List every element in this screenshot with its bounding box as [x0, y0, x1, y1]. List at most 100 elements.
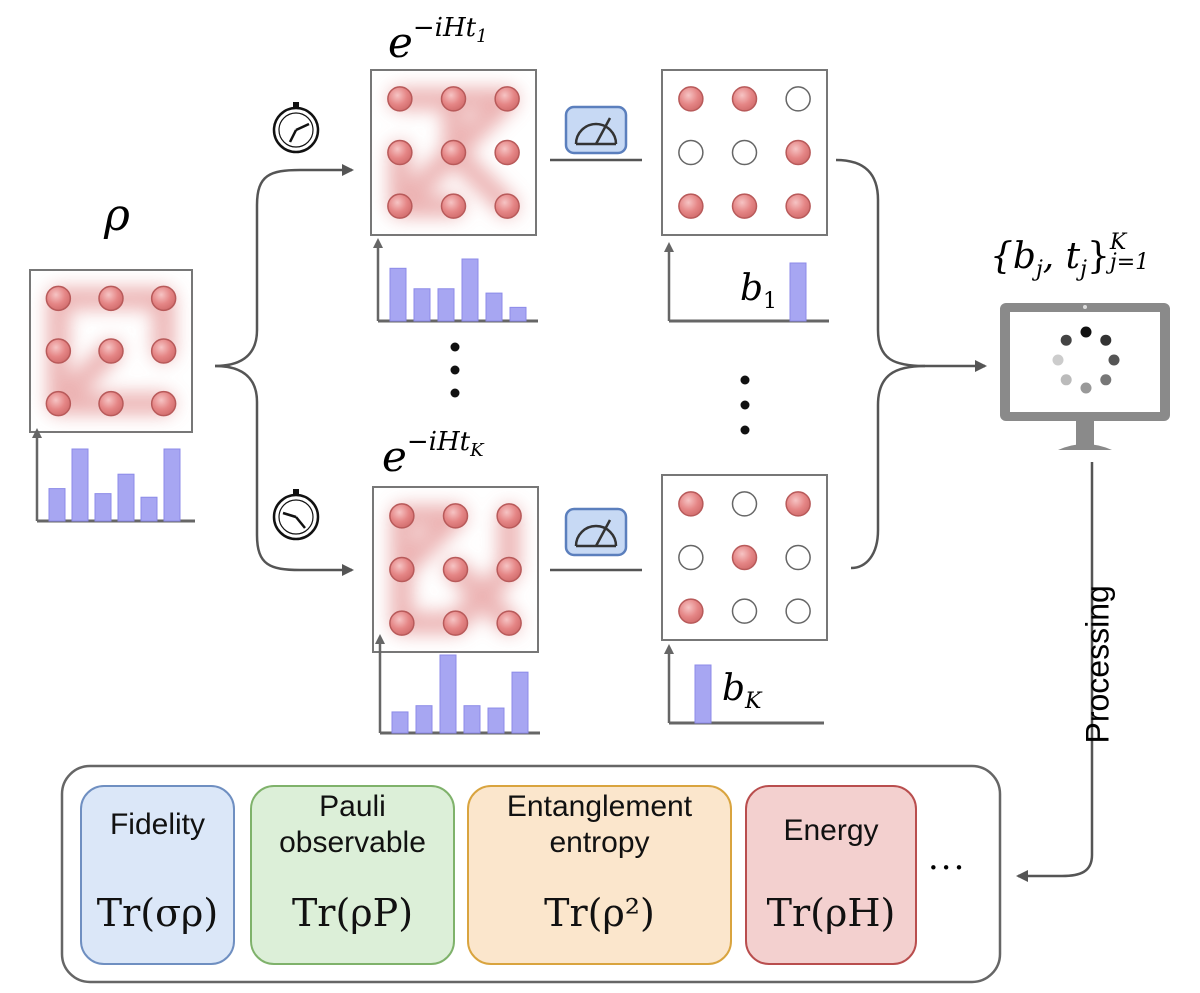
histogram-bar — [487, 707, 505, 734]
atom-occupied — [98, 390, 124, 417]
atom-empty — [785, 598, 811, 624]
flow-arrows — [214, 158, 1094, 882]
measured-state-lattice-top — [661, 69, 828, 236]
clock-icon — [272, 102, 320, 154]
entanglement-entropy-card: Entanglement entropy Tr(ρ²) — [467, 785, 732, 965]
rho-label: ρ — [104, 190, 130, 241]
evolution-label-top: e−iHt1 — [388, 13, 488, 67]
histogram-bar — [461, 258, 479, 322]
atom-occupied — [731, 544, 758, 571]
atom-occupied — [442, 503, 469, 529]
atom-occupied — [496, 556, 522, 583]
histogram-bar — [94, 493, 112, 522]
card-title: Entanglement entropy — [506, 790, 693, 859]
top-measured-histogram — [664, 242, 829, 323]
atom-occupied — [440, 139, 467, 166]
card-formula: Tr(ρP) — [291, 891, 414, 935]
atom-occupied — [496, 503, 522, 529]
outcome-label-b1: b1 — [740, 268, 778, 315]
atom-occupied — [389, 610, 415, 636]
atom-occupied — [45, 285, 72, 312]
atom-empty — [731, 598, 758, 624]
histogram-bar — [437, 288, 455, 322]
merge-arrow-top — [835, 158, 987, 372]
atom-empty — [785, 544, 811, 571]
atom-occupied — [731, 193, 758, 219]
atom-empty — [731, 139, 758, 166]
atom-occupied — [150, 390, 177, 417]
histogram-bar — [391, 711, 409, 734]
atom-empty — [785, 86, 811, 112]
card-formula: Tr(σρ) — [96, 891, 219, 935]
pauli-observable-card: Pauli observable Tr(ρP) — [250, 785, 455, 965]
outcome-label-bK: bK — [722, 668, 762, 715]
energy-card: Energy Tr(ρH) — [745, 785, 917, 965]
measured-state-lattice-bottom — [661, 474, 828, 641]
histogram-bar — [163, 448, 181, 522]
atom-occupied — [387, 193, 413, 219]
processing-arrow — [1016, 462, 1094, 882]
atom-occupied — [678, 86, 704, 112]
histogram-bar — [117, 473, 135, 522]
bottom-evolved-histogram — [375, 634, 540, 735]
card-title: Energy — [783, 814, 879, 847]
card-title: Pauli observable — [279, 790, 426, 859]
atom-occupied — [387, 139, 413, 166]
atom-occupied — [494, 86, 520, 112]
atom-occupied — [45, 338, 72, 364]
evolved-state-lattice-bottom — [372, 486, 539, 653]
histogram-bar — [140, 496, 158, 522]
atom-occupied — [496, 610, 522, 636]
histogram-bar — [48, 488, 66, 522]
evolution-label-bottom: e−iHtK — [382, 427, 484, 481]
atom-occupied — [389, 503, 415, 529]
atom-occupied — [150, 285, 177, 312]
atom-occupied — [785, 139, 811, 166]
histogram-bar — [509, 306, 527, 322]
measurement-meter-icon — [564, 507, 628, 557]
atom-empty — [731, 491, 758, 517]
histogram-bar — [694, 664, 712, 724]
atom-occupied — [785, 491, 811, 517]
atom-occupied — [389, 556, 415, 583]
atom-occupied — [442, 556, 469, 583]
more-estimators-ellipsis: ··· — [928, 848, 967, 888]
histogram-bar — [463, 705, 481, 734]
atom-occupied — [440, 193, 467, 219]
initial-distribution-histogram — [32, 428, 195, 523]
measurement-meter-icon — [564, 105, 628, 155]
histogram-bar — [71, 448, 89, 522]
evolved-state-lattice-top — [370, 69, 537, 236]
atom-occupied — [678, 491, 704, 517]
atom-empty — [678, 139, 704, 166]
initial-state-lattice — [29, 269, 193, 433]
atom-occupied — [731, 86, 758, 112]
atom-occupied — [387, 86, 413, 112]
atom-occupied — [678, 598, 704, 624]
histogram-bar — [485, 292, 503, 322]
atom-occupied — [678, 193, 704, 219]
processing-label: Processing — [1079, 585, 1116, 744]
atom-occupied — [45, 390, 72, 417]
vertical-ellipsis — [450, 342, 750, 435]
atom-occupied — [150, 338, 177, 364]
fidelity-card: Fidelity Tr(σρ) — [80, 785, 235, 965]
histogram-bar — [389, 267, 407, 322]
atom-occupied — [494, 193, 520, 219]
atom-occupied — [785, 193, 811, 219]
atom-occupied — [98, 285, 124, 312]
split-arrow-bottom — [214, 364, 354, 576]
split-arrow-top — [214, 164, 354, 368]
histogram-bar — [789, 262, 807, 322]
atom-occupied — [440, 86, 467, 112]
computer-monitor-icon — [1000, 303, 1170, 450]
atom-occupied — [98, 338, 124, 364]
atom-empty — [678, 544, 704, 571]
bottom-measured-histogram — [664, 644, 824, 725]
card-title: Fidelity — [109, 808, 206, 841]
histogram-bar — [413, 288, 431, 322]
histogram-bar — [415, 705, 433, 734]
card-formula: Tr(ρH) — [766, 891, 896, 935]
top-evolved-histogram — [373, 238, 538, 323]
atom-occupied — [494, 139, 520, 166]
